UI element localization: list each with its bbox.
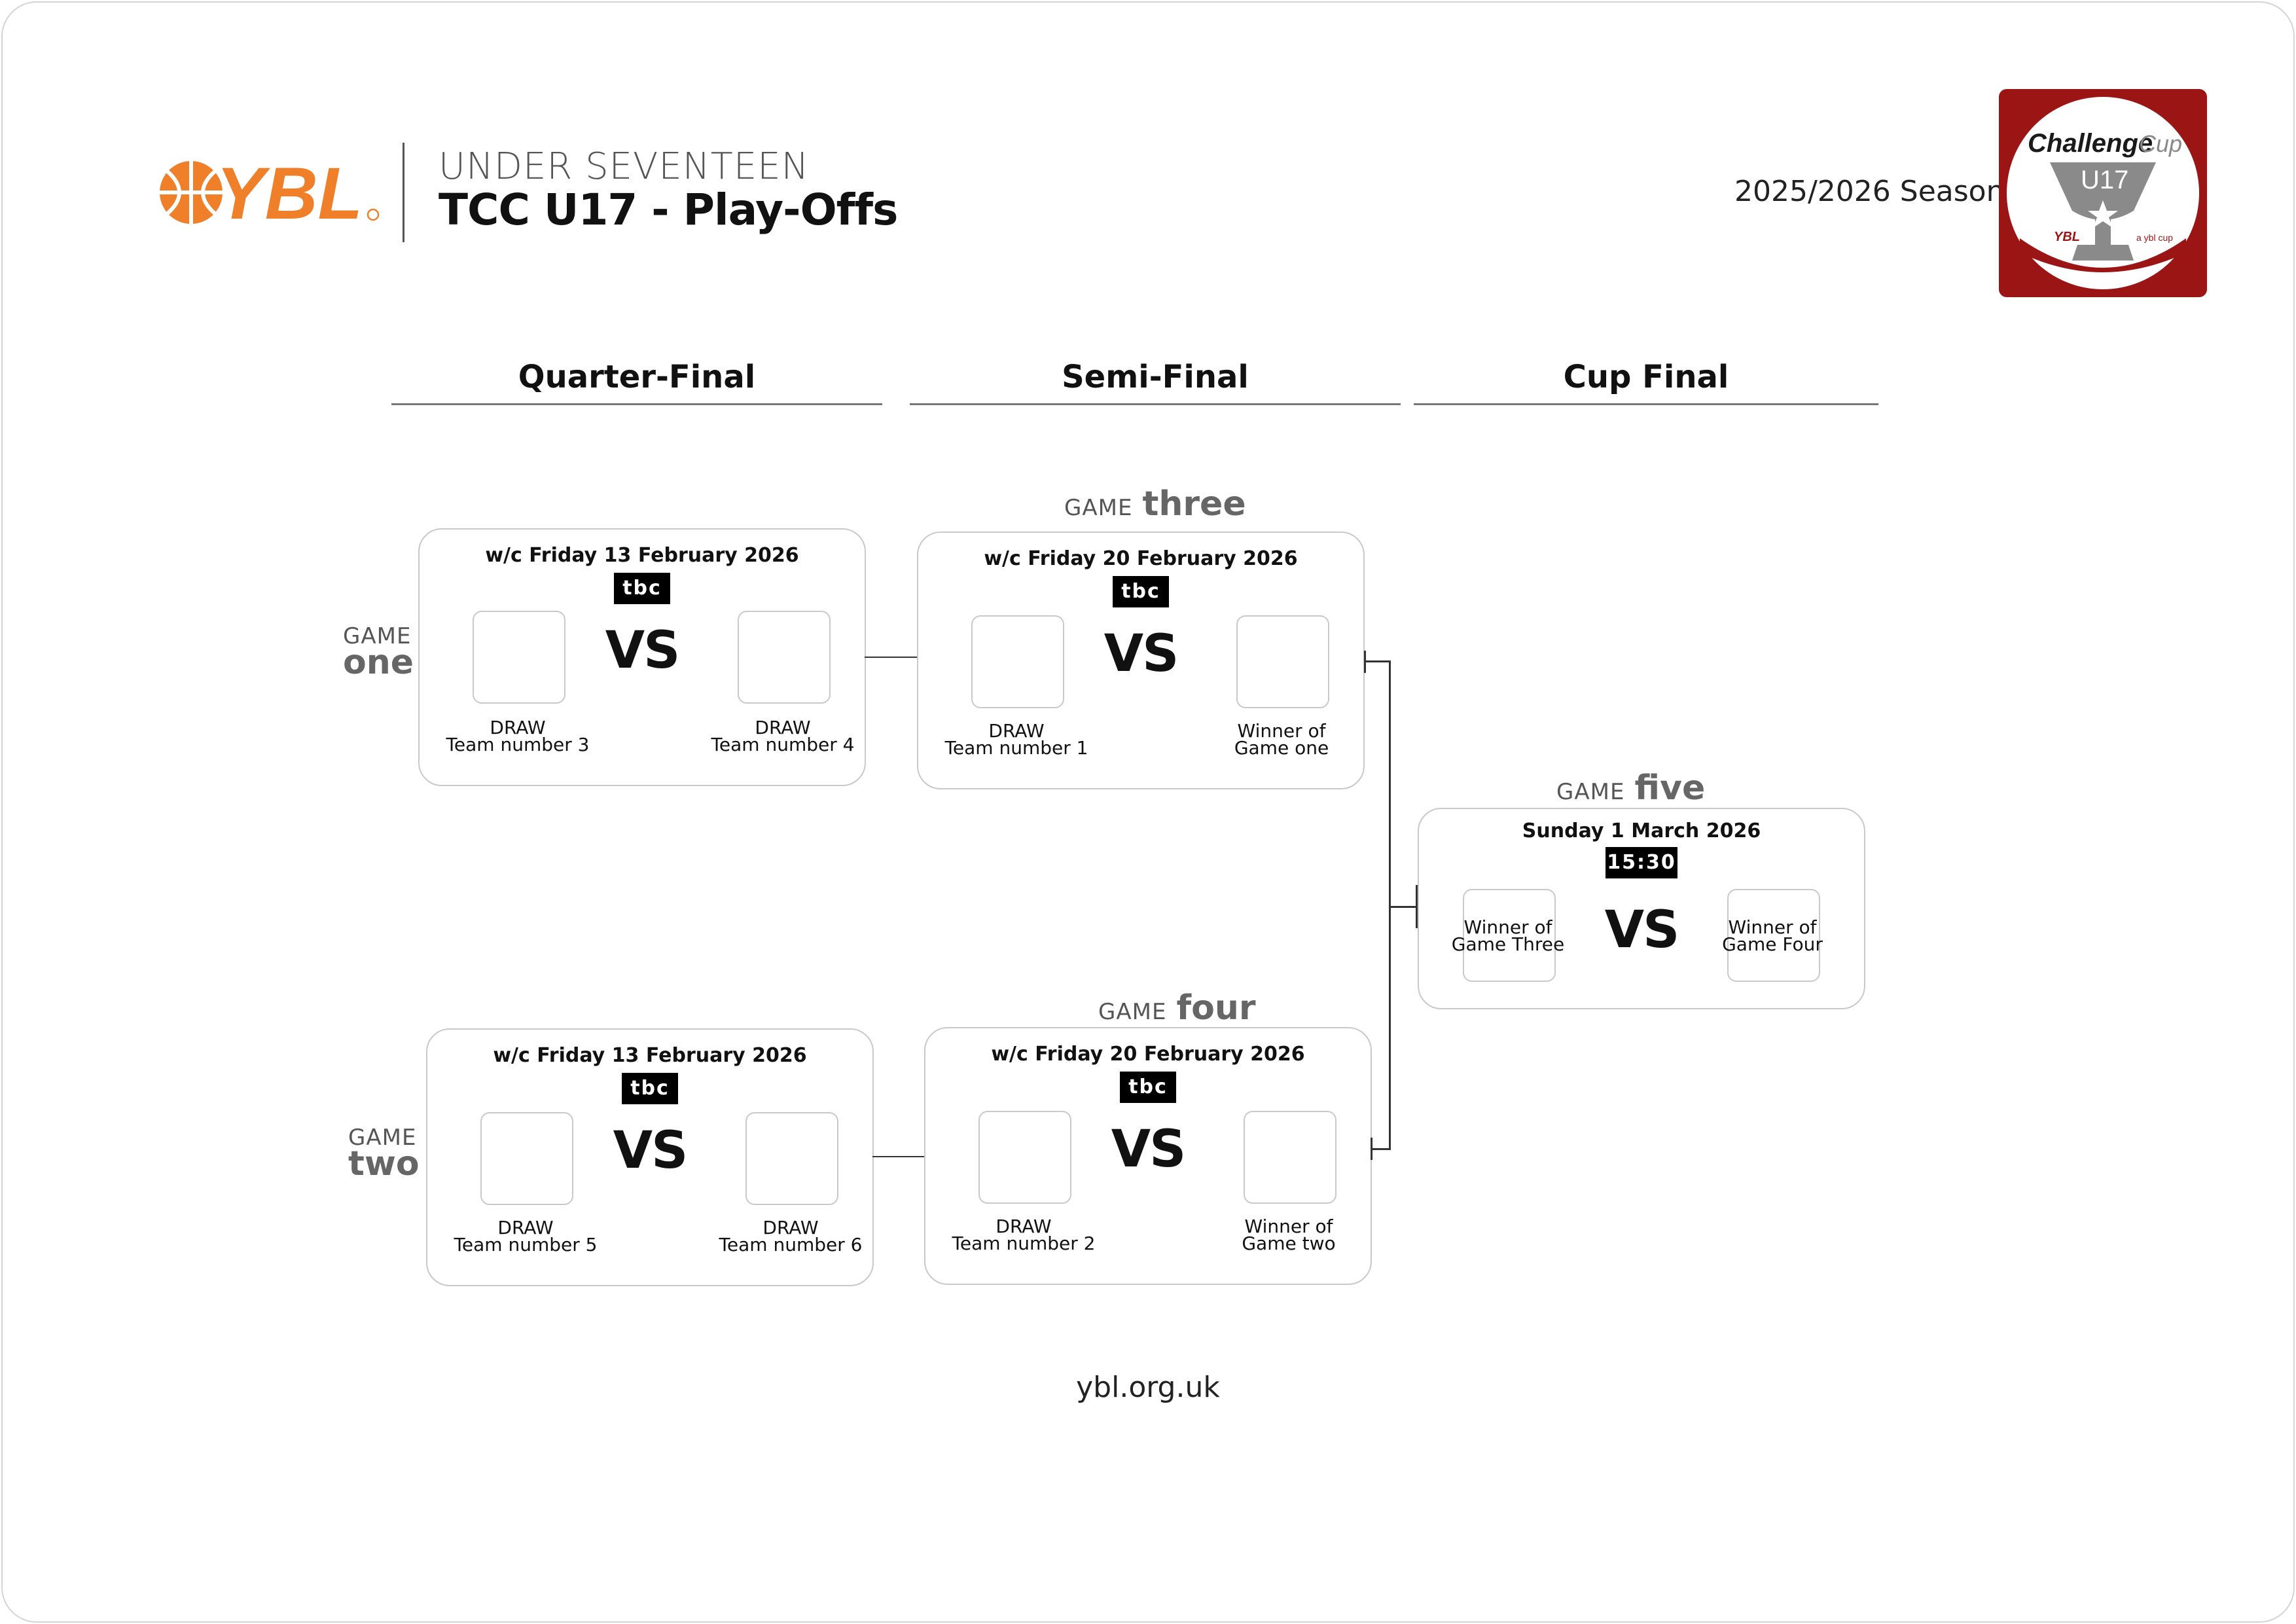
svg-text:U17: U17 (2081, 166, 2128, 194)
match-date: w/c Friday 13 February 2026 (493, 1044, 807, 1067)
svg-text:Cup: Cup (2139, 130, 2182, 157)
game-label-one: GAME one (343, 623, 414, 682)
game-label-five: GAME five (1556, 768, 1706, 808)
bracket-connector (1364, 660, 1390, 662)
trophy-icon (2050, 162, 2156, 261)
game-label-three: GAME three (1064, 484, 1246, 524)
team-slot-home (971, 615, 1064, 708)
ybl-logo: YBL (160, 156, 380, 229)
vs-label: VS (613, 1121, 689, 1180)
match-date: w/c Friday 20 February 2026 (991, 1043, 1305, 1066)
match-date: w/c Friday 20 February 2026 (984, 547, 1298, 570)
round-header-quarter-final: Quarter-Final (518, 359, 756, 395)
round-underline (1414, 403, 1878, 405)
bracket-connector (872, 1156, 924, 1157)
bracket-connector (1389, 906, 1418, 908)
round-underline (910, 403, 1401, 405)
team-slot-home (978, 1111, 1071, 1204)
svg-text:YBL: YBL (2054, 230, 2080, 244)
game-label-two: GAME two (348, 1125, 420, 1183)
svg-text:a ybl cup: a ybl cup (2136, 232, 2173, 243)
team-slot-home (480, 1112, 573, 1205)
team-slot-home (473, 611, 565, 704)
vs-label: VS (1604, 901, 1680, 960)
svg-text:YBL: YBL (216, 156, 363, 229)
round-header-semi-final: Semi-Final (1062, 359, 1249, 395)
team-slot-away (1244, 1111, 1336, 1204)
bracket-connector (1389, 660, 1391, 1150)
game-label-four: GAME four (1098, 988, 1256, 1028)
match-time-badge: tbc (614, 573, 670, 604)
match-date: w/c Friday 13 February 2026 (485, 544, 799, 567)
team-slot-home (1463, 889, 1556, 982)
challenge-cup-badge: Challenge Cup U17 YBL a ybl cup (1999, 89, 2207, 297)
match-time-badge: tbc (1113, 576, 1169, 607)
round-header-cup-final: Cup Final (1563, 359, 1729, 395)
bracket-connector (1416, 885, 1418, 928)
bracket-connector (865, 657, 917, 658)
round-underline (391, 403, 882, 405)
basketball-icon (160, 161, 223, 224)
match-date: Sunday 1 March 2026 (1522, 820, 1761, 842)
vs-label: VS (605, 621, 681, 680)
season-label: 2025/2026 Season (1734, 175, 2005, 208)
vs-label: VS (1103, 624, 1179, 683)
footer-url[interactable]: ybl.org.uk (1076, 1371, 1220, 1404)
svg-text:Challenge: Challenge (2028, 129, 2153, 158)
team-slot-away (1236, 615, 1329, 708)
team-slot-away (745, 1112, 838, 1205)
page-title: TCC U17 - Play-Offs (439, 185, 898, 235)
match-time-badge: 15:30 (1605, 847, 1677, 878)
match-time-badge: tbc (622, 1073, 678, 1104)
page-subtitle: UNDER SEVENTEEN (439, 145, 810, 188)
team-slot-away (1727, 889, 1820, 982)
team-slot-away (738, 611, 831, 704)
vs-label: VS (1111, 1120, 1187, 1179)
header-divider (403, 143, 404, 242)
bracket-connector (1371, 1148, 1390, 1150)
match-time-badge: tbc (1120, 1072, 1176, 1103)
